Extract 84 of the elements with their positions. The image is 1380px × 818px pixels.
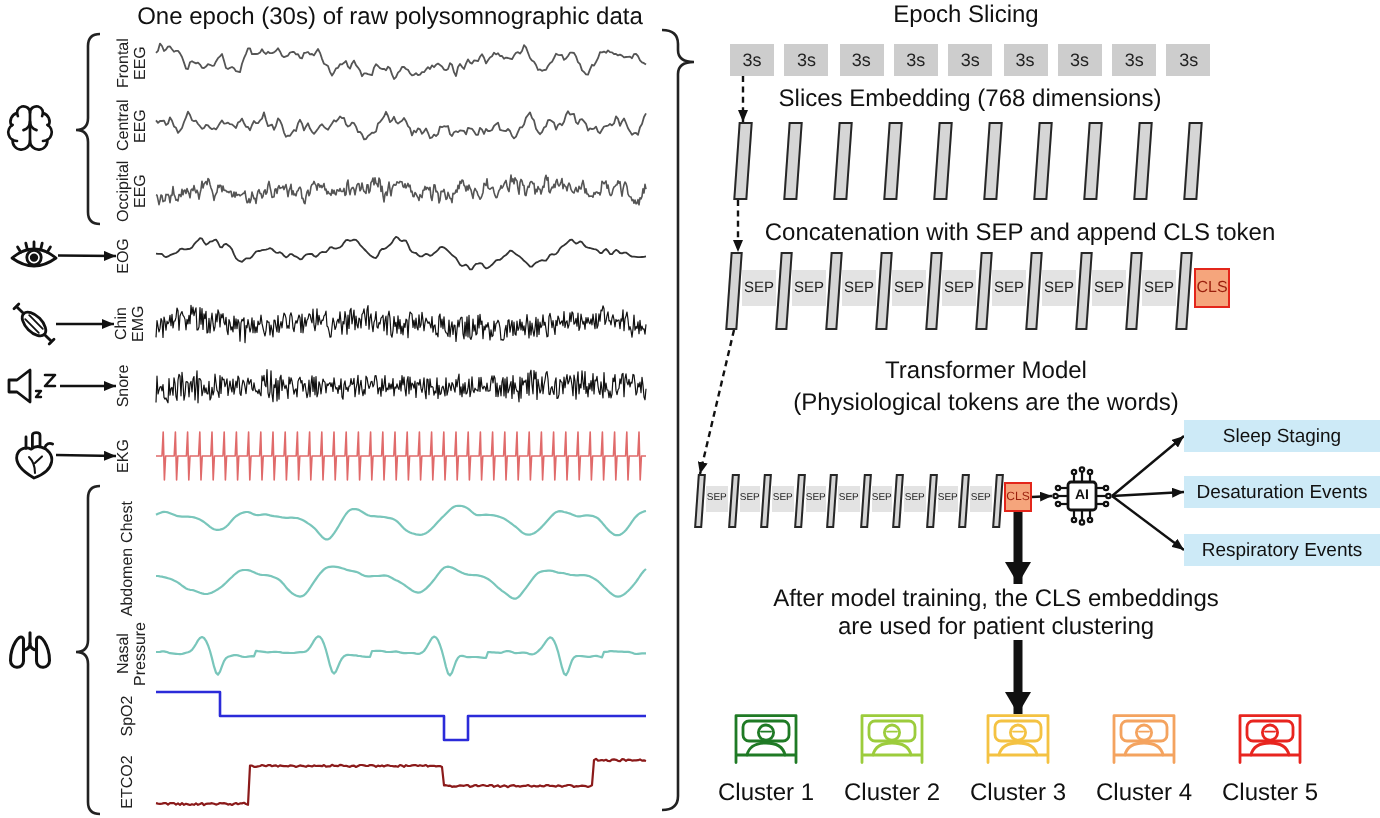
embedding-bar: [1033, 122, 1053, 200]
embedding-bar: [733, 122, 753, 200]
embedding-bar: [783, 122, 803, 200]
arrow: [58, 250, 116, 261]
speaker-icon: [6, 368, 60, 404]
slice-box: 3s: [948, 44, 993, 76]
embedding-bar: [925, 474, 937, 528]
slice-box: 3s: [1003, 44, 1047, 76]
slice-box: 3s: [1112, 44, 1157, 76]
cls-token: CLS: [1194, 268, 1230, 308]
embedding-bar: [727, 474, 739, 528]
embedding-bar: [859, 474, 871, 528]
signal-label: Nasal Pressure: [116, 620, 150, 688]
signal-label: EKG: [116, 439, 133, 473]
description-text: After model training, the CLS embeddings are used for patient clustering: [764, 584, 1228, 640]
signal-label: Chest: [120, 501, 137, 543]
embedding-bar: [833, 122, 853, 200]
embedding-bar: [1175, 252, 1193, 330]
embedding-bar: [983, 122, 1003, 200]
section-heading: Slices Embedding (768 dimensions): [778, 84, 1162, 112]
embedding-bar: [760, 474, 772, 528]
thick-arrow: [1007, 512, 1029, 584]
arrow: [1111, 487, 1185, 498]
cluster-label: Cluster 4: [1095, 778, 1193, 806]
arrow: [56, 319, 114, 329]
task-box: Respiratory Events: [1184, 534, 1380, 566]
thick-arrow: [1007, 640, 1029, 714]
slice-box: 3s: [893, 44, 938, 76]
heart-icon: [12, 430, 56, 480]
embedding-bar: [958, 474, 970, 528]
task-box: Sleep Staging: [1184, 420, 1380, 452]
embedding-bar: [875, 252, 893, 330]
dashed-arrow: [738, 76, 748, 122]
signal-label: SpO2: [120, 695, 137, 737]
embedding-bar: [775, 252, 793, 330]
task-box: Desaturation Events: [1184, 476, 1380, 508]
dashed-arrow: [697, 329, 736, 475]
arrow: [1031, 491, 1053, 502]
embedding-bar: [1083, 122, 1103, 200]
embedding-bar: [825, 252, 843, 330]
embedding-bar: [793, 474, 805, 528]
signal-label: Snore: [116, 364, 133, 408]
cluster-label: Cluster 3: [969, 778, 1067, 806]
signal-label: Abdomen: [120, 547, 137, 617]
embedding-bar: [975, 252, 993, 330]
embedding-bar: [826, 474, 838, 528]
embedding-bar: [1133, 122, 1153, 200]
embedding-bar: [1075, 252, 1093, 330]
arrow: [1111, 495, 1185, 551]
eye-icon: [10, 240, 58, 271]
dashed-arrow: [733, 200, 743, 252]
cluster-label: Cluster 5: [1221, 778, 1319, 806]
section-heading: (Physiological tokens are the words): [793, 388, 1179, 416]
embedding-bar: [1025, 252, 1043, 330]
signal-label: EOG: [116, 238, 133, 274]
embedding-bar: [991, 474, 1003, 528]
slice-box: 3s: [839, 44, 884, 76]
embedding-bar: [694, 474, 706, 528]
embedding-bar: [1125, 252, 1143, 330]
signal-label: Occipital EEG: [116, 160, 150, 224]
panel-title: One epoch (30s) of raw polysomnographic data: [137, 2, 643, 30]
embedding-bar: [892, 474, 904, 528]
section-heading: Epoch Slicing: [893, 0, 1039, 28]
slice-box: 3s: [784, 44, 829, 76]
signal-label: ETCO2: [120, 755, 137, 809]
embedding-bar: [883, 122, 903, 200]
slice-box: 3s: [1166, 44, 1211, 76]
muscle-icon: [12, 302, 56, 346]
signal-label: Central EEG: [116, 99, 150, 153]
embedding-bar: [925, 252, 943, 330]
signal-label: Chin EMG: [114, 302, 148, 346]
arrow: [1111, 435, 1185, 497]
slice-box: 3s: [1057, 44, 1102, 76]
cluster-label: Cluster 1: [717, 778, 815, 806]
arrow: [55, 450, 117, 461]
embedding-bar: [1183, 122, 1203, 200]
section-heading: Transformer Model: [885, 356, 1087, 384]
section-heading: Concatenation with SEP and append CLS token: [764, 218, 1276, 246]
slice-box: 3s: [730, 44, 774, 76]
signal-label: Frontal EEG: [116, 38, 150, 90]
embedding-bar: [725, 252, 743, 330]
embedding-bar: [933, 122, 953, 200]
arrow: [60, 381, 116, 391]
cluster-label: Cluster 2: [843, 778, 941, 806]
